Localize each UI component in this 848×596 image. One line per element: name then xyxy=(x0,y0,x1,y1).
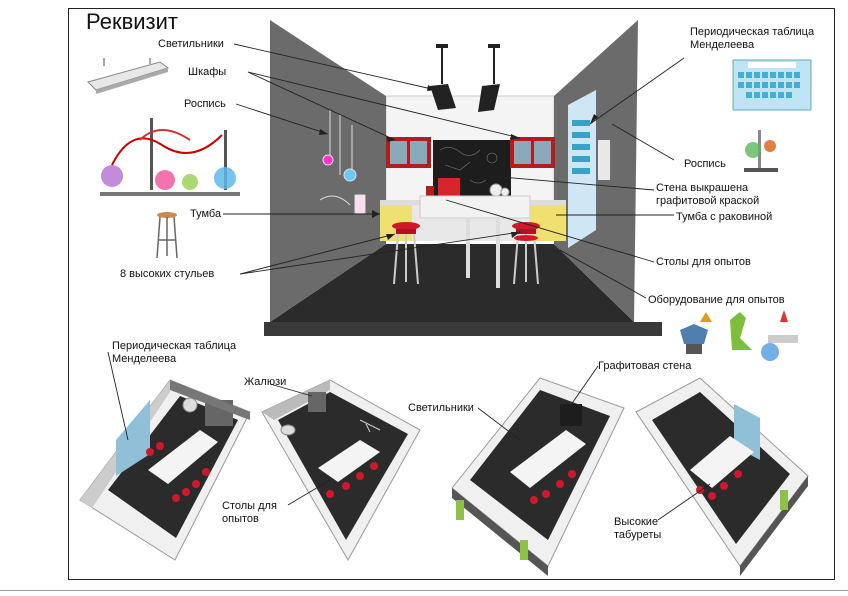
label-equipment: Оборудование для опытов xyxy=(648,294,785,306)
flask-thumbnail xyxy=(744,130,778,172)
stool-thumbnail xyxy=(156,212,178,259)
label-blinds: Жалюзи xyxy=(244,376,287,388)
label-lights: Светильники xyxy=(158,38,224,50)
label-lights-bottom: Светильники xyxy=(408,402,474,414)
upper-cabinets xyxy=(386,137,555,168)
lab-table xyxy=(419,195,531,288)
label-periodic-top: Периодическая таблица Менделеева xyxy=(690,26,815,51)
label-sink-cabinet: Тумба с раковиной xyxy=(676,211,773,223)
periodic-table-thumbnail xyxy=(732,59,812,111)
label-mural-right: Роспись xyxy=(684,158,726,170)
leader-lines xyxy=(107,43,711,521)
room-base xyxy=(264,322,662,336)
stools xyxy=(392,222,540,285)
label-mural-left: Роспись xyxy=(184,98,226,110)
iso-room-2 xyxy=(261,379,421,562)
counter-equipment xyxy=(426,178,510,198)
label-cabinet-stand: Тумба xyxy=(190,208,222,220)
iso-room-3 xyxy=(451,377,625,576)
iso-room-4 xyxy=(635,377,809,576)
lamp-thumbnail xyxy=(87,58,170,94)
label-chalk-wall-bottom: Графитовая стена xyxy=(598,360,692,372)
label-tables-bottom: Столы для опытов xyxy=(222,500,277,525)
pendant-lights xyxy=(430,44,500,112)
label-stools: 8 высоких стульев xyxy=(120,268,215,280)
label-periodic-bottom: Периодическая таблица Менделеева xyxy=(112,340,237,365)
page-bottom-rule xyxy=(0,590,848,591)
leader-arrowheads xyxy=(319,85,598,240)
floor xyxy=(270,244,634,322)
main-room xyxy=(264,20,662,336)
label-tables: Столы для опытов xyxy=(656,256,751,268)
right-periodic-poster xyxy=(568,90,610,248)
lab-glassware-thumbnail xyxy=(100,118,240,196)
equipment-thumbnail xyxy=(680,310,798,361)
left-mural xyxy=(319,110,366,214)
iso-room-1 xyxy=(79,379,251,561)
page-title: Реквизит xyxy=(86,9,178,34)
label-high-stools: Высокие табуреты xyxy=(614,516,662,541)
label-chalk-wall: Стена выкрашена графитовой краской xyxy=(656,182,760,207)
label-cabinets: Шкафы xyxy=(188,66,227,78)
